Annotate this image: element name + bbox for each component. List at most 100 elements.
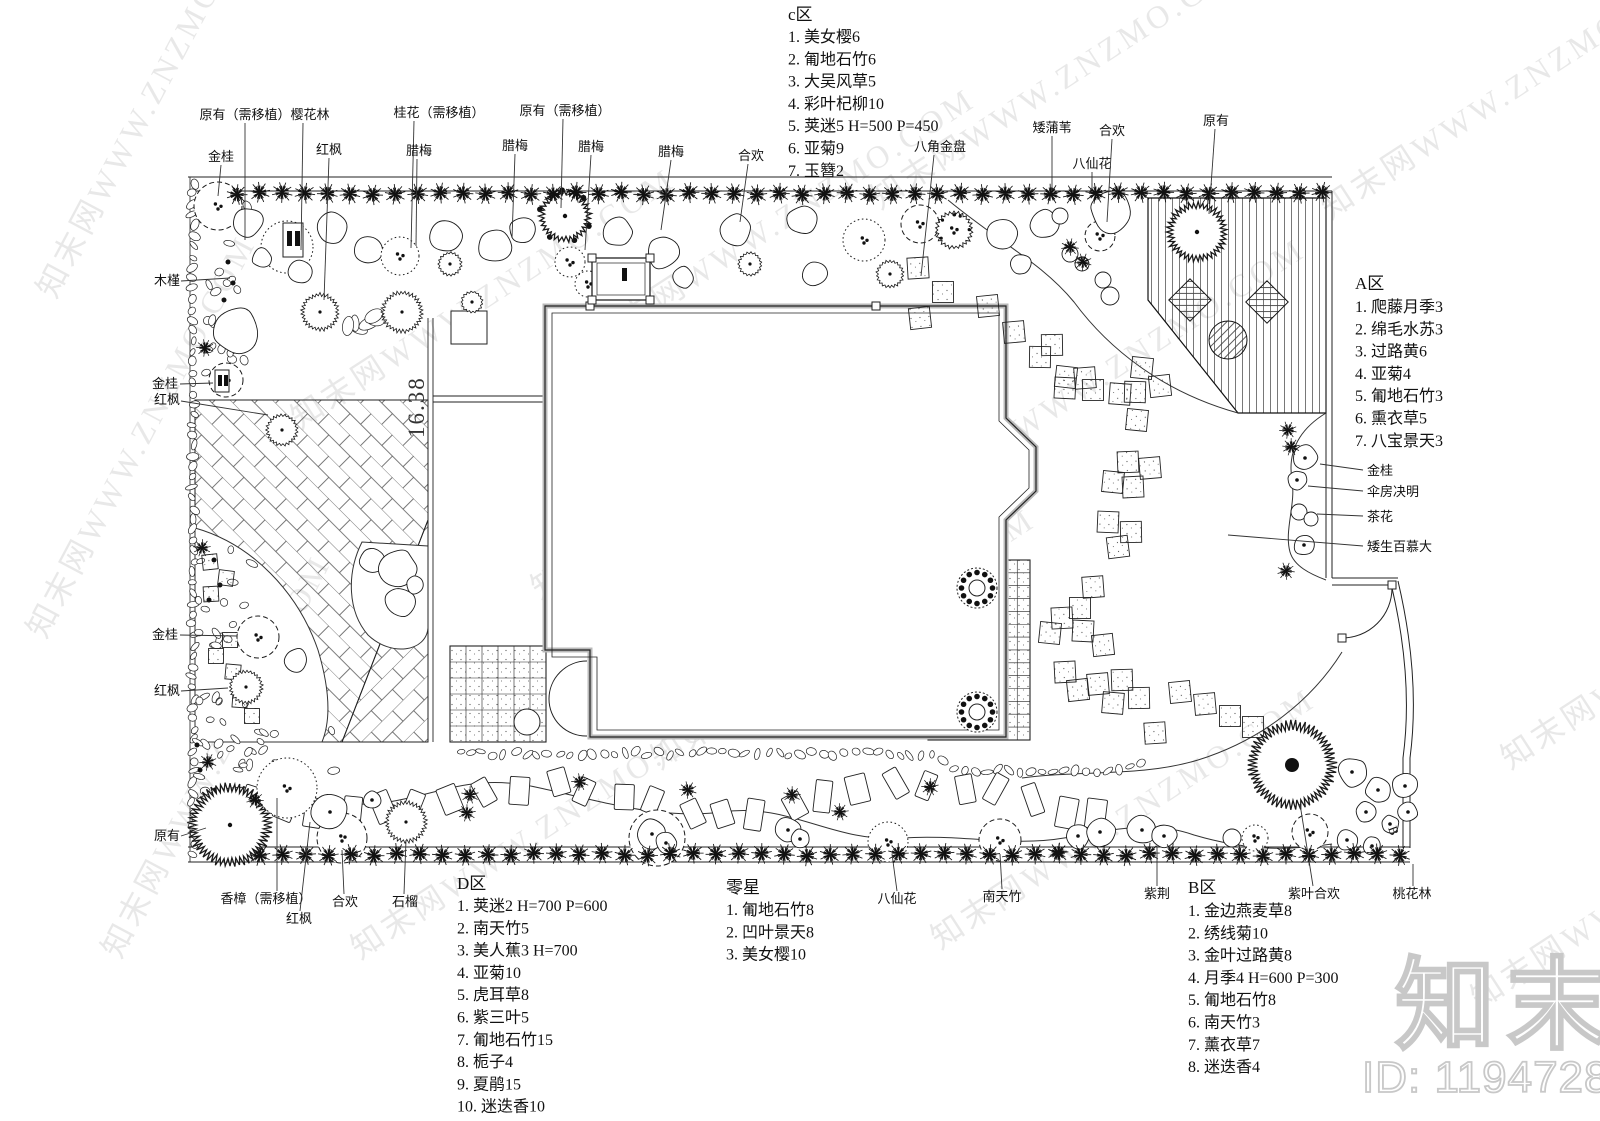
stepping-stone	[1129, 355, 1155, 381]
tree-symbol	[1126, 814, 1156, 844]
tree-symbol	[790, 828, 810, 849]
dimension-text: 16.38	[404, 376, 429, 438]
stepping-stone	[1241, 715, 1265, 739]
plant-label: 金桂	[208, 149, 234, 197]
hedge-plant-symbol	[267, 177, 298, 208]
tree-symbol	[1051, 207, 1069, 225]
tree-symbol	[228, 669, 265, 705]
zone-list-title: A区	[1355, 274, 1384, 293]
plant-label: 金桂	[152, 627, 238, 642]
stepping-stone	[1101, 691, 1125, 715]
tree-symbol	[1287, 470, 1308, 491]
zone-list-item: 2. 南天竹5	[457, 919, 529, 937]
annotation-layer: 金桂原有（需移植）樱花林红枫桂花（需移植）腊梅腊梅原有（需移植）腊梅腊梅合欢八角…	[152, 5, 1443, 1116]
plant-label-text: 八角金盘	[914, 139, 966, 154]
tree-symbol	[377, 549, 418, 588]
stepping-stone	[679, 797, 707, 830]
hedge-plant-symbol	[698, 180, 725, 208]
label-leader-line	[1307, 485, 1364, 492]
plant-label-text: 红枫	[316, 142, 342, 157]
plant-label-text: 矮蒲苇	[1032, 120, 1071, 135]
hedge-plant-symbol	[1275, 417, 1301, 443]
hedge-plant-symbol	[1015, 181, 1041, 207]
plant-label: 樱花林	[290, 107, 330, 251]
label-leader-line	[1316, 513, 1364, 517]
hedge-plant-symbol	[427, 179, 454, 206]
tree-symbol	[1247, 719, 1338, 810]
plant-label-text: 樱花林	[290, 107, 329, 122]
stepping-stone	[207, 647, 225, 665]
hedge-plant-symbol	[838, 840, 868, 869]
plant-label-text: 紫荆	[1144, 886, 1170, 901]
stepping-stone	[1073, 366, 1097, 390]
zone-list-title: B区	[1188, 878, 1216, 897]
hedge-plant-symbol	[993, 181, 1018, 206]
plant-label-text: 木槿	[154, 273, 180, 288]
plant-label-text: 八仙花	[1072, 156, 1111, 171]
plant-label-text: 八仙花	[877, 891, 916, 906]
tree-symbol	[1164, 199, 1230, 264]
hedge-plant-symbol	[474, 183, 497, 205]
hedge-plant-symbol	[494, 179, 523, 207]
label-leader-line	[1106, 138, 1113, 223]
stepping-stone	[881, 766, 910, 800]
plant-label: 紫荆	[1144, 846, 1170, 901]
plant-label: 红枫	[286, 821, 312, 926]
zone-list-title: D区	[457, 874, 486, 893]
tree-symbol	[934, 210, 974, 250]
tree-symbol	[1086, 817, 1117, 848]
plant-label-text: 合欢	[332, 894, 358, 909]
logo-watermark: 知末 ID: 1194728988	[1361, 950, 1600, 1103]
plant-label: 金桂	[1319, 463, 1393, 478]
bench	[214, 369, 230, 393]
stepping-stone	[546, 766, 572, 798]
tree-symbol	[1303, 511, 1319, 527]
zone-list-item: 6. 南天竹3	[1188, 1014, 1260, 1032]
plant-label-text: 香樟（需移植）	[220, 891, 311, 906]
plant-label-text: 红枫	[154, 392, 180, 407]
stepping-stone	[1065, 677, 1091, 703]
plant-label: 矮生百慕大	[1227, 534, 1432, 554]
hedge-plant-symbol	[744, 182, 769, 207]
stepping-stone	[435, 783, 465, 816]
zone-list-item: 1. 金边燕麦草8	[1188, 902, 1292, 920]
hedge-plant-symbol	[968, 179, 998, 209]
tree-symbol	[1009, 254, 1032, 275]
tree-symbol	[354, 236, 383, 264]
pergola	[587, 253, 655, 305]
stepping-stone	[1101, 470, 1125, 494]
stepping-stone	[508, 775, 531, 806]
tree-symbol	[406, 575, 424, 595]
zone-list-item: 10. 迷迭香10	[457, 1098, 545, 1116]
zhimo-logo-text: 知末	[1395, 951, 1600, 1062]
stepping-stone	[709, 798, 736, 829]
tree-symbol	[509, 217, 536, 243]
hedge-plant-symbol	[677, 778, 700, 801]
stepping-stone	[1193, 692, 1217, 716]
plant-label-text: 腊梅	[578, 139, 604, 154]
house-footprint	[542, 301, 1039, 740]
plant-label: 八仙花	[1072, 156, 1112, 190]
plant-label-text: 原有（需移植）	[199, 107, 290, 122]
tree-symbol	[287, 259, 313, 284]
stepping-stone	[202, 585, 220, 603]
tree-symbol	[236, 615, 280, 659]
stepping-stone	[1116, 450, 1140, 474]
hedge-plant-symbol	[907, 839, 936, 868]
hedge-plant-symbol	[338, 182, 363, 207]
stepping-stone	[1096, 510, 1120, 534]
stepping-stone	[1020, 782, 1046, 817]
tree-symbol	[1222, 828, 1242, 848]
zone-list-item: 3. 美人蕉3 H=700	[457, 942, 578, 960]
zone-list-item: 6. 紫三叶5	[457, 1009, 529, 1027]
zone-list-item: 4. 彩叶杞柳10	[788, 95, 884, 113]
zone-list-item: 6. 亚菊9	[788, 140, 844, 158]
hedge-plant-symbol	[703, 840, 730, 868]
tree-symbol	[299, 291, 340, 333]
label-leader-line	[179, 634, 238, 637]
label-leader-line	[180, 400, 269, 416]
stepping-stone	[1040, 333, 1064, 357]
stepping-stone	[1121, 475, 1145, 499]
